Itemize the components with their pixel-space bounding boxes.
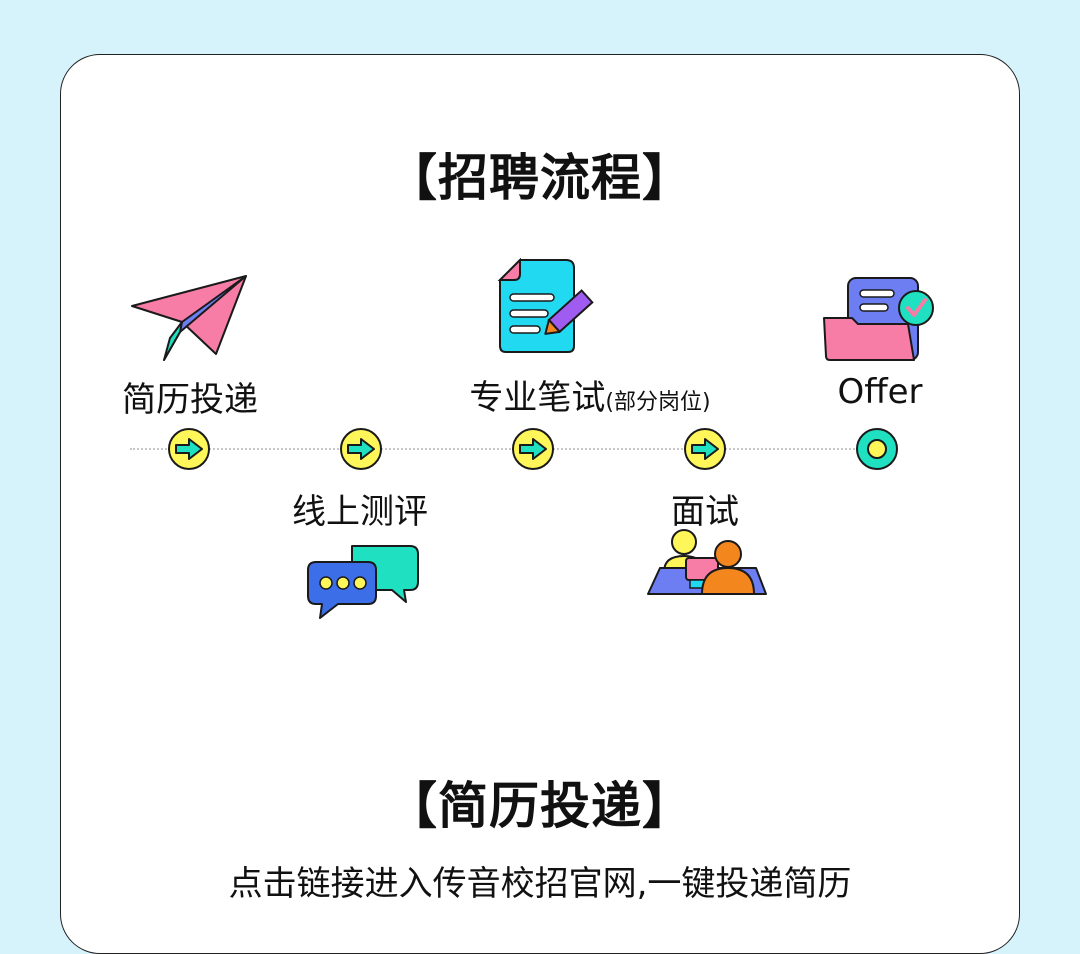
- step-label-written-test-text: 专业笔试: [469, 378, 606, 418]
- interview-people-icon: [647, 529, 767, 595]
- arrow-right-icon: [512, 428, 554, 470]
- chat-bubbles-icon: [307, 545, 419, 619]
- document-pencil-icon: [497, 258, 594, 353]
- step-label-offer: Offer: [837, 372, 923, 412]
- step-label-interview: 面试: [671, 492, 739, 532]
- step-label-resume-submission: 简历投递: [122, 380, 258, 420]
- arrow-right-icon: [168, 428, 210, 470]
- arrow-right-icon: [684, 428, 726, 470]
- arrow-right-icon: [340, 428, 382, 470]
- paper-plane-icon: [131, 275, 247, 361]
- recruitment-process-title: 【招聘流程】: [387, 149, 693, 207]
- step-label-written-test: 专业笔试(部分岗位): [469, 370, 710, 419]
- step-note-some-positions: (部分岗位): [605, 390, 711, 415]
- resume-submission-title: 【简历投递】: [387, 777, 693, 835]
- end-circle-icon: [856, 428, 898, 470]
- resume-submission-description: 点击链接进入传音校招官网,一键投递简历: [228, 864, 852, 904]
- timeline-line: [130, 448, 890, 450]
- offer-folder-icon: [823, 277, 934, 361]
- step-label-online-assessment: 线上测评: [292, 492, 428, 532]
- content-card: [60, 54, 1020, 954]
